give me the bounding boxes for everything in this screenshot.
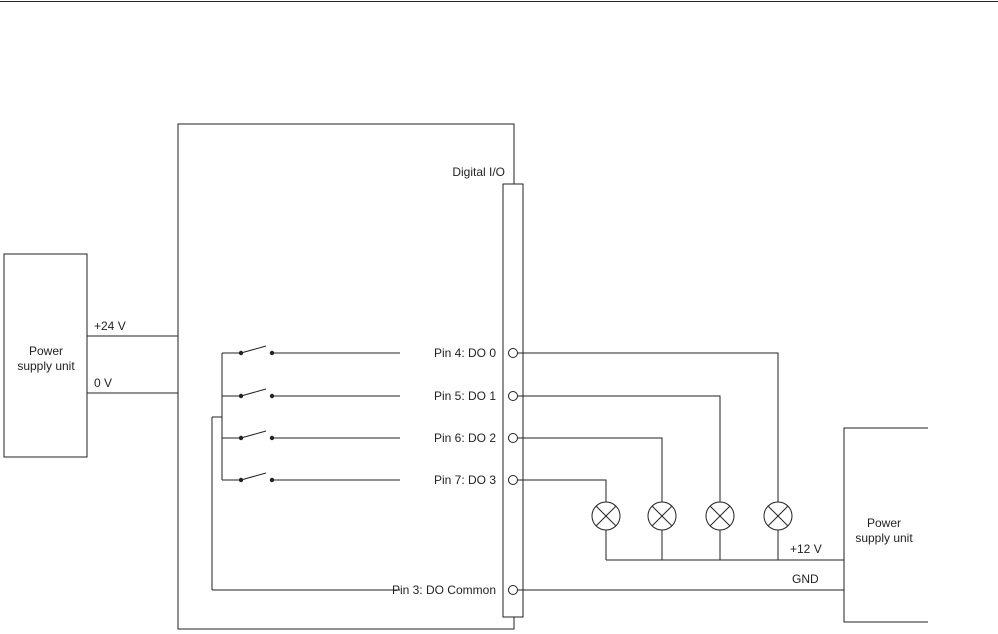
lamp-icon-do1 — [706, 502, 734, 530]
psu-left-line2: supply unit — [17, 359, 75, 373]
pin-label-do1: Pin 5: DO 1 — [434, 389, 496, 403]
pin-label-common: Pin 3: DO Common — [392, 583, 496, 597]
terminal-common — [509, 586, 518, 595]
io-label: Digital I/O — [452, 165, 505, 179]
terminal-do1 — [509, 392, 518, 401]
pin-label-do3: Pin 7: DO 3 — [434, 473, 496, 487]
psu-right-line1: Power — [867, 516, 901, 530]
label-gnd: GND — [792, 572, 819, 586]
wire-do1-lamp — [518, 396, 720, 502]
lamp-icon-do0 — [764, 502, 792, 530]
terminal-do3 — [509, 476, 518, 485]
label-zero: 0 V — [94, 376, 112, 390]
lamp-icon-do2 — [648, 502, 676, 530]
label-plus12: +12 V — [790, 542, 822, 556]
pin-label-do2: Pin 6: DO 2 — [434, 431, 496, 445]
device-box — [178, 124, 514, 629]
wire-do2-lamp — [518, 438, 662, 502]
lamp-icon-do3 — [592, 502, 620, 530]
terminal-do2 — [509, 434, 518, 443]
wire-do3-lamp — [518, 480, 606, 502]
psu-right-line2: supply unit — [855, 531, 913, 545]
label-plus24: +24 V — [94, 319, 126, 333]
pin-label-do0: Pin 4: DO 0 — [434, 346, 496, 360]
terminal-do0 — [509, 349, 518, 358]
psu-left-line1: Power — [29, 344, 63, 358]
